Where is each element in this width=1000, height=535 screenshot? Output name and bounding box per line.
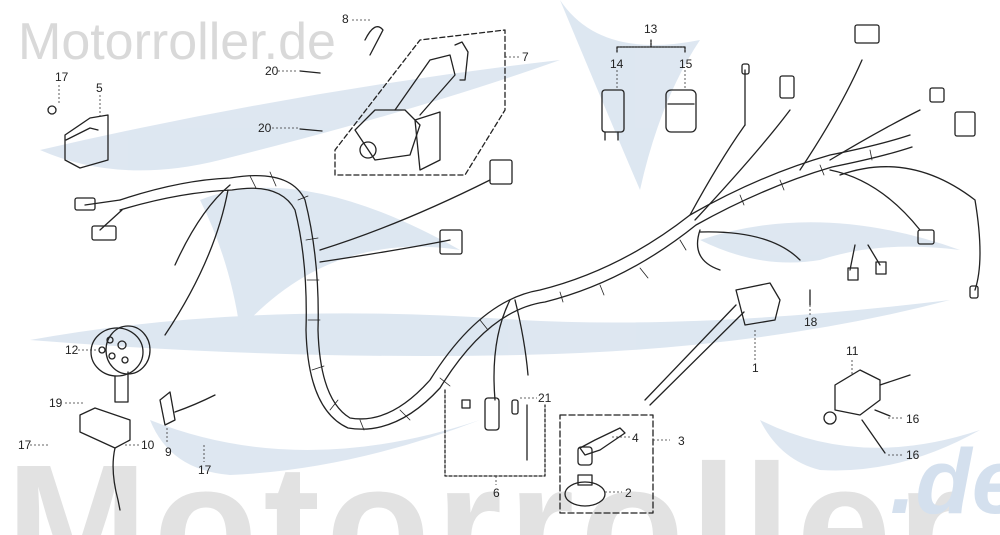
watermark-bottom: Motorroller <box>6 430 970 535</box>
callout-17a: 17 <box>55 70 69 84</box>
part-11-switch <box>823 369 911 454</box>
main-wiring-harness <box>84 59 981 430</box>
callout-6: 6 <box>493 486 500 500</box>
callout-11: 11 <box>846 344 859 358</box>
callout-19: 19 <box>49 396 63 410</box>
part-9-bracket <box>159 391 216 426</box>
watermark-corner: .de <box>890 431 1000 533</box>
callout-21: 21 <box>538 391 552 405</box>
callout-20b: 20 <box>258 121 272 135</box>
callout-2: 2 <box>625 486 632 500</box>
callout-17c: 17 <box>198 463 212 477</box>
callout-14: 14 <box>610 57 624 71</box>
part-5-bracket <box>47 105 109 169</box>
callout-leader-lines <box>30 19 904 493</box>
part-3-assembly <box>559 414 654 514</box>
part-1-switch-cable <box>644 282 811 406</box>
part-6-assembly <box>444 389 546 477</box>
callout-13: 13 <box>644 22 658 36</box>
callout-12: 12 <box>65 343 79 357</box>
harness-wrap-hatching <box>249 149 873 431</box>
callout-16b: 16 <box>906 448 920 462</box>
part-7-ignition-switch <box>299 26 506 176</box>
watermark-top: Motorroller.de <box>18 13 336 71</box>
part-15-relay <box>665 89 697 133</box>
callout-10: 10 <box>141 438 155 452</box>
callout-16a: 16 <box>906 412 920 426</box>
callout-17b: 17 <box>18 438 32 452</box>
harness-connectors <box>74 24 979 299</box>
callout-8: 8 <box>342 12 349 26</box>
bracket-13 <box>616 39 686 54</box>
callout-1: 1 <box>752 361 759 375</box>
callout-15: 15 <box>679 57 693 71</box>
callout-5: 5 <box>96 81 103 95</box>
callout-9: 9 <box>165 445 172 459</box>
callout-4: 4 <box>632 431 639 445</box>
part-10-sensor <box>79 407 131 511</box>
part-12-horn <box>90 325 151 403</box>
callout-18: 18 <box>804 315 818 329</box>
callout-3: 3 <box>678 434 685 448</box>
part-14-relay <box>601 89 625 141</box>
callout-20a: 20 <box>265 64 279 78</box>
callout-7: 7 <box>522 50 529 64</box>
